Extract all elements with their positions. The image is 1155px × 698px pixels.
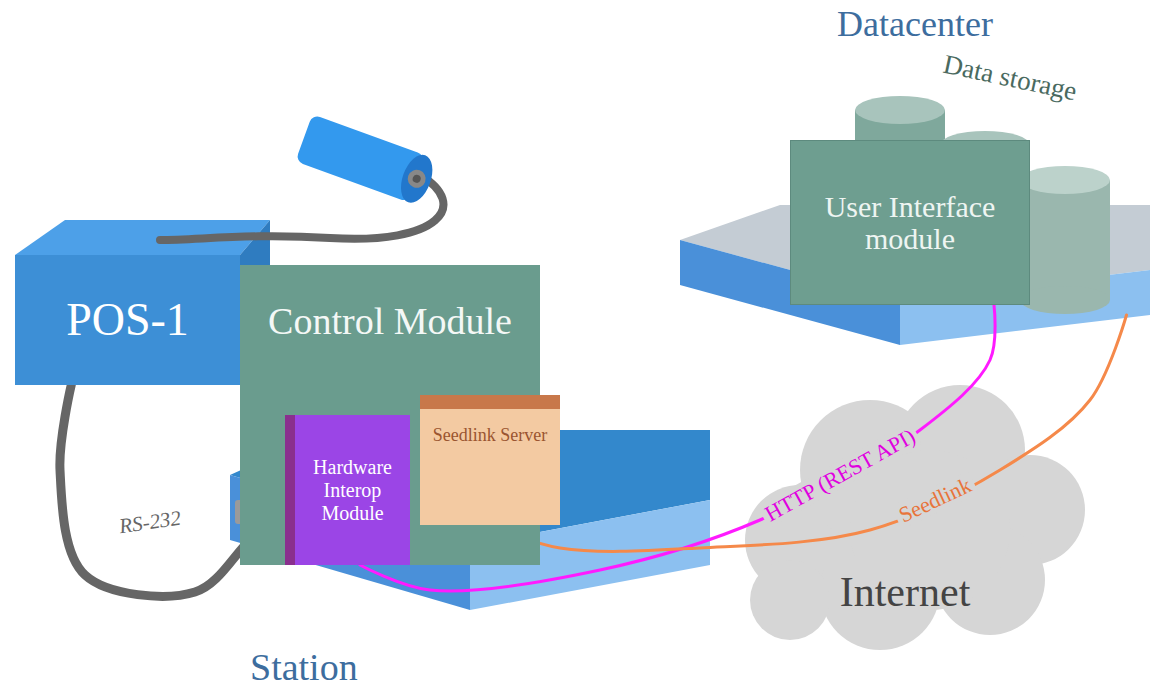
datacenter-group: DatacenterUser Interface module [680, 5, 1150, 315]
sensor-cylinder [295, 114, 438, 207]
pos-device-box: POS-1 [15, 255, 240, 385]
box-label: Hardware Interop Module [301, 456, 404, 525]
connector-label: RS-232 [114, 505, 187, 539]
storage-cylinders [1020, 166, 1110, 194]
storage-cylinders [1020, 286, 1110, 314]
box-label: User Interface module [803, 191, 1017, 254]
seedlink-link [490, 315, 1127, 551]
sensor-cylinder [405, 167, 428, 190]
ui-module-box: User Interface module [790, 140, 1030, 305]
seedlink-server-box: Seedlink Server [420, 395, 560, 525]
group-heading: Datacenter [680, 5, 1150, 45]
connector-label: Seedlink [891, 471, 979, 530]
sensor-cylinder [412, 174, 422, 184]
group-heading: Internet [740, 569, 1070, 615]
pos-box-faces [15, 220, 270, 385]
internet-cloud-shape [750, 560, 830, 640]
storage-label: Data storage [936, 48, 1083, 108]
box-label: POS-1 [25, 295, 230, 346]
box-label: Seedlink Server [428, 425, 552, 447]
sensor-cylinder [395, 151, 438, 208]
storage-cylinders [855, 96, 945, 124]
box-label: Control Module [250, 301, 530, 343]
group-heading: Station [250, 647, 710, 689]
hardware-module-box: Hardware Interop Module [285, 415, 410, 565]
station-group: StationControl ModuleHardware Interop Mo… [230, 425, 710, 693]
storage-cylinders [1020, 180, 1110, 300]
control-module-box: Control ModuleHardware Interop ModuleSee… [240, 265, 540, 565]
